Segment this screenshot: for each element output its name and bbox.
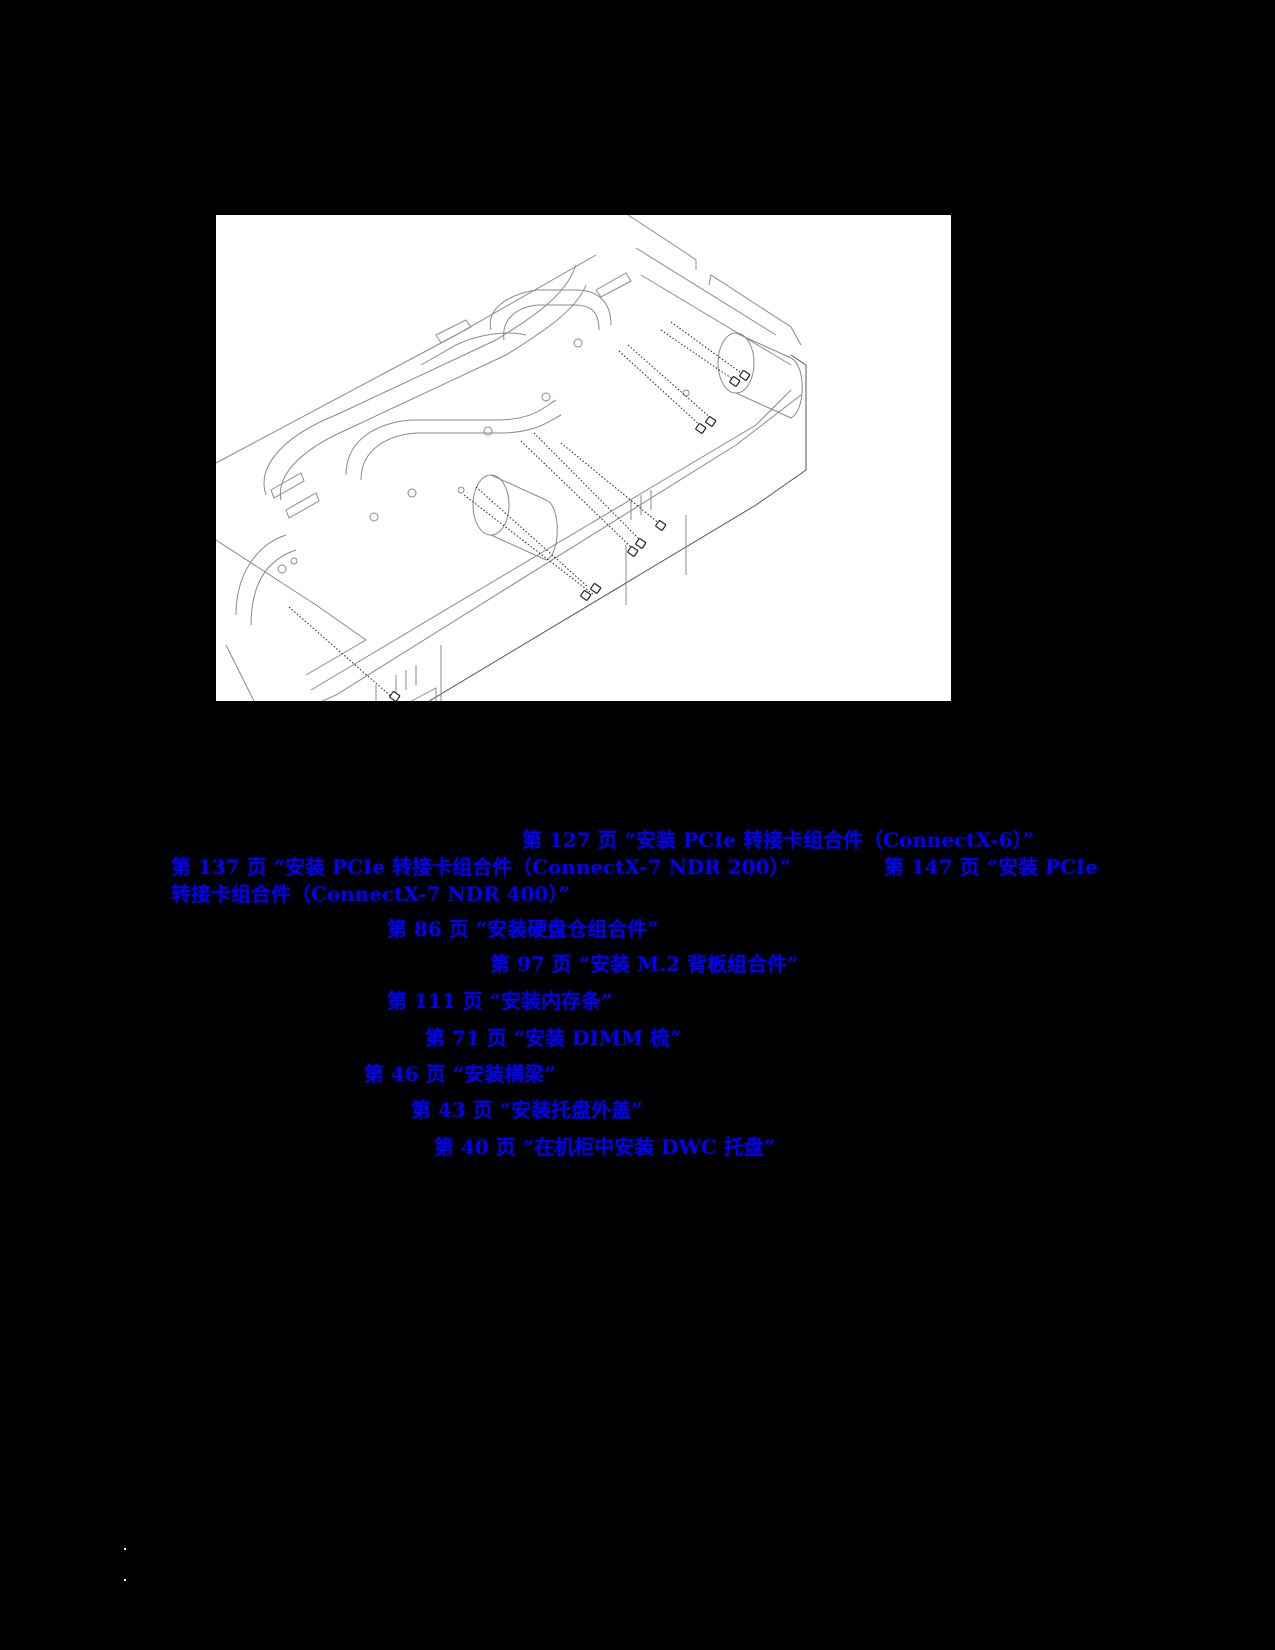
link-text[interactable]: 第 147 页 “安装 PCIe — [884, 855, 1099, 879]
link-install-memory[interactable]: 第 111 页 “安装内存条” — [387, 990, 613, 1012]
link-text[interactable]: 第 137 页 “安装 PCIe 转接卡组合件（ConnectX-7 NDR 2… — [171, 855, 792, 879]
link-install-dimm-comb[interactable]: 第 71 页 “安装 DIMM 梳” — [425, 1027, 682, 1049]
speck-dot — [124, 1548, 126, 1550]
link-install-pcie-riser-cx6[interactable]: 第 127 页 “安装 PCIe 转接卡组合件（ConnectX-6）” — [522, 829, 1034, 851]
link-text[interactable]: 第 40 页 “在机柜中安装 DWC 托盘” — [434, 1135, 776, 1159]
screw-icon — [635, 538, 647, 549]
link-text[interactable]: 第 86 页 “安装硬盘仓组合件” — [387, 917, 659, 941]
link-text[interactable]: 第 97 页 “安装 M.2 背板组合件” — [490, 952, 799, 976]
screw-icon — [729, 376, 741, 387]
screw-icon — [739, 370, 751, 381]
link-install-pcie-riser-cx7-ndr400[interactable]: 第 147 页 “安装 PCIe — [884, 856, 1098, 878]
link-text[interactable]: 第 111 页 “安装内存条” — [387, 989, 613, 1013]
link-text[interactable]: 第 127 页 “安装 PCIe 转接卡组合件（ConnectX-6）” — [522, 828, 1035, 852]
screw-icon — [590, 583, 602, 594]
link-install-drive-cage[interactable]: 第 86 页 “安装硬盘仓组合件” — [387, 918, 659, 940]
link-install-cross-brace[interactable]: 第 46 页 “安装横梁” — [364, 1063, 556, 1085]
link-install-m2-backplane[interactable]: 第 97 页 “安装 M.2 背板组合件” — [490, 953, 799, 975]
link-install-dwc-tray-in-enclosure[interactable]: 第 40 页 “在机柜中安装 DWC 托盘” — [434, 1136, 775, 1158]
screw-icon — [655, 520, 667, 531]
speck-dot — [124, 1579, 126, 1581]
link-text[interactable]: 转接卡组合件（ConnectX-7 NDR 400）” — [171, 882, 570, 906]
screw-icon — [627, 546, 639, 557]
link-install-pcie-riser-cx7-ndr200[interactable]: 第 137 页 “安装 PCIe 转接卡组合件（ConnectX-7 NDR 2… — [171, 856, 791, 878]
tray-line-drawing — [216, 215, 807, 701]
screw-icon — [705, 416, 717, 427]
link-text[interactable]: 第 71 页 “安装 DIMM 梳” — [425, 1026, 682, 1050]
screw-icon — [580, 590, 592, 601]
screw-icon — [695, 423, 707, 434]
link-install-pcie-riser-cx7-ndr400-cont[interactable]: 转接卡组合件（ConnectX-7 NDR 400）” — [171, 883, 570, 905]
link-text[interactable]: 第 46 页 “安装横梁” — [364, 1062, 556, 1086]
link-install-tray-cover[interactable]: 第 43 页 “安装托盘外盖” — [411, 1099, 643, 1121]
screw-icon — [389, 691, 401, 701]
tray-installation-figure — [216, 215, 951, 701]
link-text[interactable]: 第 43 页 “安装托盘外盖” — [411, 1098, 643, 1122]
